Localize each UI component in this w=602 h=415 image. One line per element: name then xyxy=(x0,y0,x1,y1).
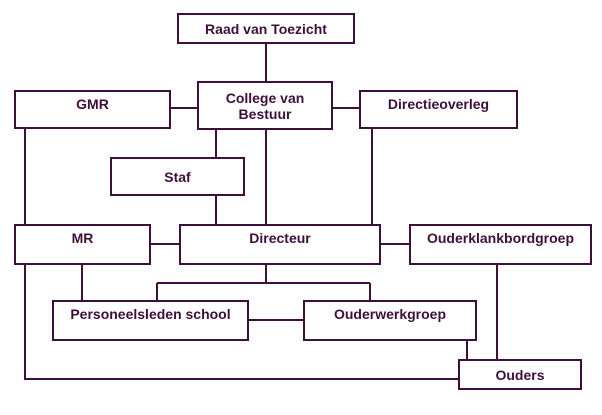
node-ouderklankbordgroep: Ouderklankbordgroep xyxy=(409,224,592,265)
node-directeur: Directeur xyxy=(179,224,381,265)
node-ouders: Ouders xyxy=(458,359,582,390)
node-raad-van-toezicht: Raad van Toezicht xyxy=(177,13,355,44)
node-directieoverleg: Directieoverleg xyxy=(359,90,518,129)
node-ouderwerkgroep: Ouderwerkgroep xyxy=(303,300,477,341)
node-college-van-bestuur: College van Bestuur xyxy=(197,81,333,130)
node-gmr: GMR xyxy=(14,90,171,129)
node-personeelsleden-school: Personeelsleden school xyxy=(52,300,249,341)
node-staf: Staf xyxy=(110,157,245,196)
node-mr: MR xyxy=(14,224,151,265)
connector-mr-ouders xyxy=(24,264,459,380)
